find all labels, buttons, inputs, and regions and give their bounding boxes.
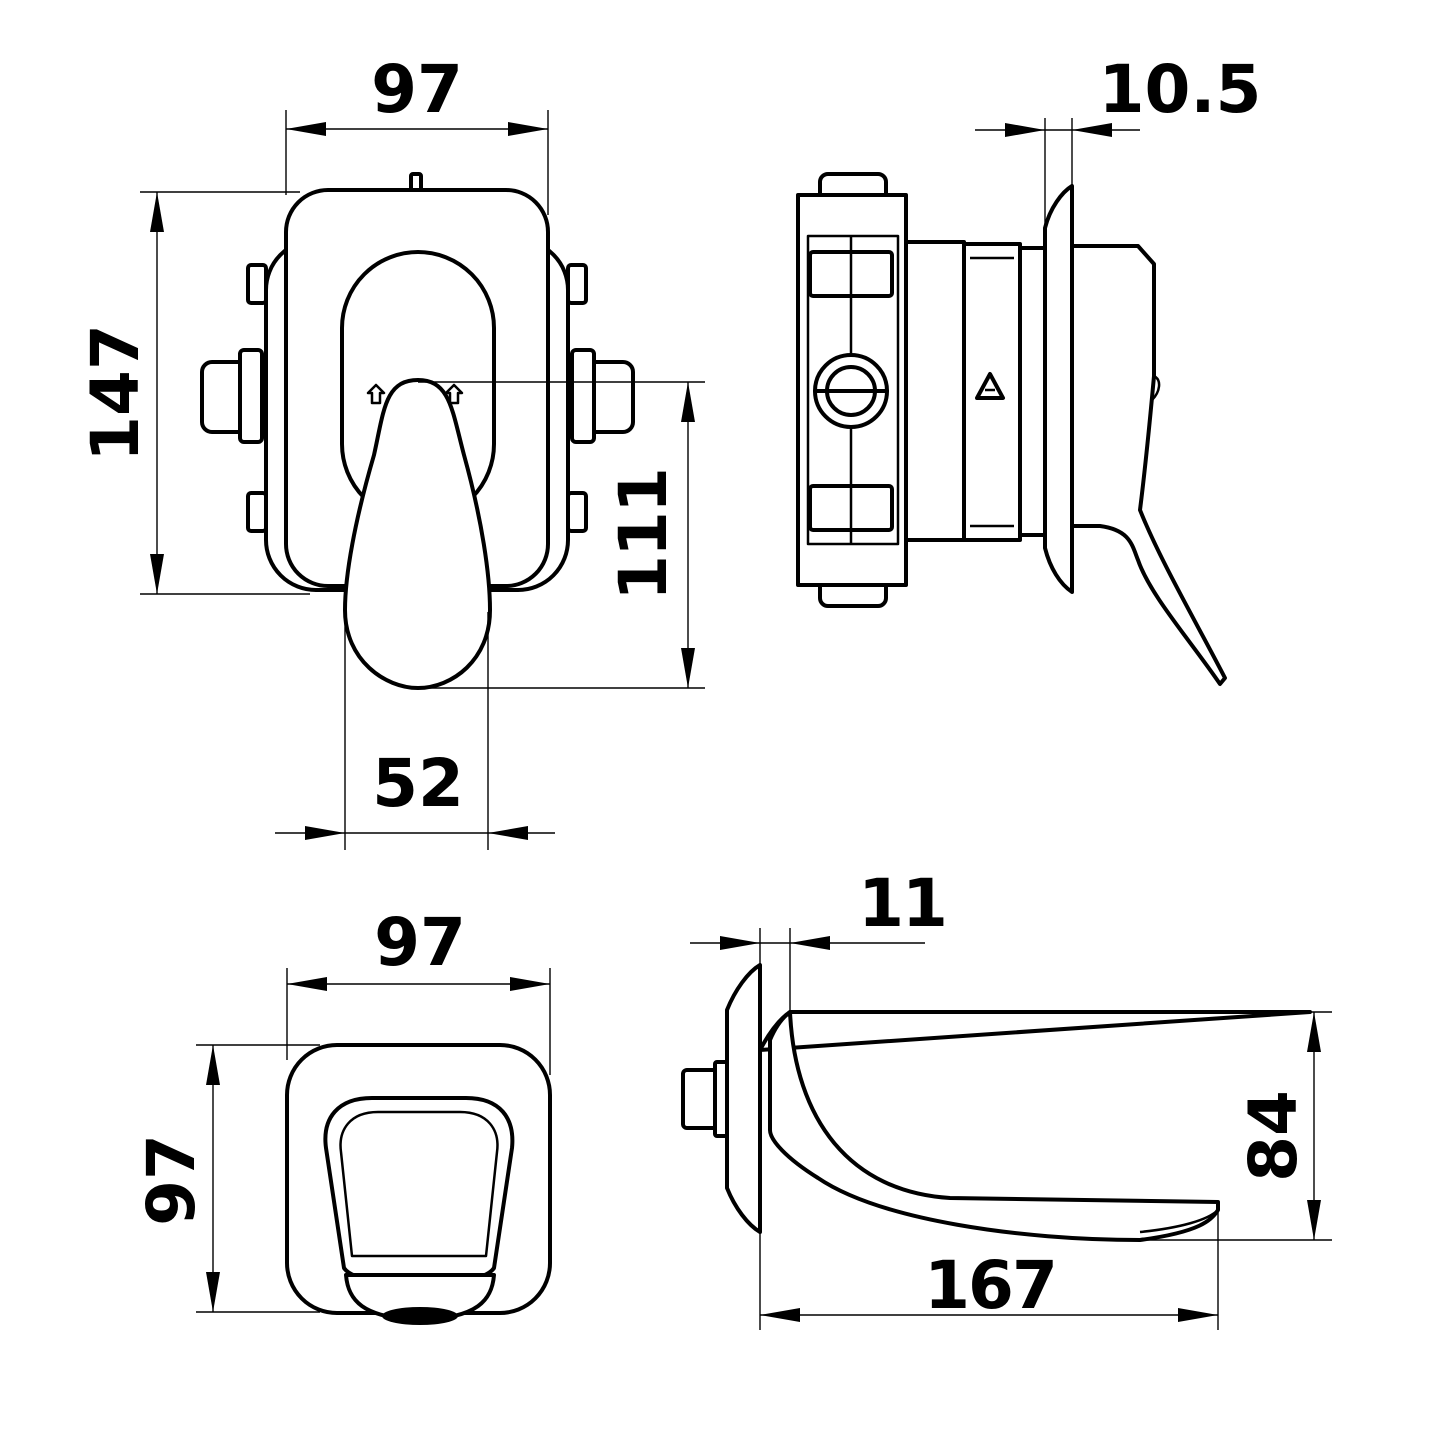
spout-front-dimensions: 97 97 bbox=[133, 904, 551, 1313]
dim-lever-height: 111 bbox=[605, 469, 682, 601]
spout-front-view bbox=[285, 1043, 552, 1325]
dim-spout-length: 167 bbox=[924, 1247, 1056, 1324]
dim-front-height: 147 bbox=[77, 324, 154, 462]
dim-spout-plate: 11 bbox=[858, 865, 946, 942]
spout-side-view bbox=[681, 963, 1312, 1242]
dim-front-width: 97 bbox=[371, 51, 463, 128]
dim-lever-width: 52 bbox=[372, 745, 464, 822]
mixer-front-view bbox=[200, 172, 635, 690]
mixer-front-dimensions: 97 147 111 52 bbox=[77, 51, 705, 850]
dim-spout-front-height: 97 bbox=[133, 1134, 210, 1226]
dim-spout-front-width: 97 bbox=[374, 904, 466, 981]
spout-side-dimensions: 11 84 167 bbox=[690, 865, 1332, 1330]
mixer-side-view bbox=[796, 172, 1227, 686]
mixer-side-dimensions: 10.5 bbox=[975, 51, 1261, 230]
dim-side-depth: 10.5 bbox=[1099, 51, 1262, 128]
dim-spout-height: 84 bbox=[1235, 1090, 1312, 1182]
